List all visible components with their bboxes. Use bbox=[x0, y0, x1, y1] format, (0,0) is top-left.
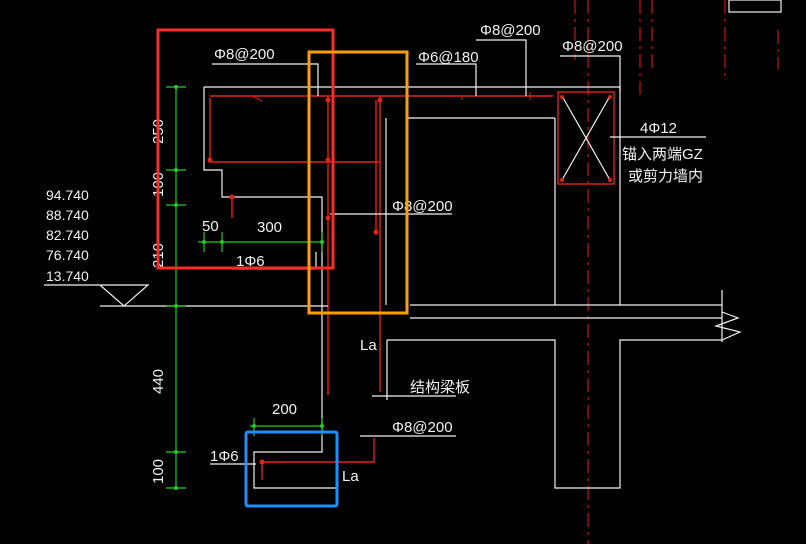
label-bottom: Φ8@200 bbox=[392, 419, 453, 436]
label-column-bars: 4Φ12 bbox=[640, 120, 677, 137]
note-structural-slab: 结构梁板 bbox=[410, 378, 470, 396]
dimension-lines bbox=[166, 85, 324, 490]
label-top-left: Φ8@200 bbox=[214, 46, 275, 63]
label-top-right: Φ8@200 bbox=[562, 38, 623, 55]
elevation-4: 76.740 bbox=[46, 247, 89, 263]
elevation-5: 13.740 bbox=[46, 268, 89, 284]
note-anchor-line2: 或剪力墙内 bbox=[628, 168, 703, 185]
elevation-2: 88.740 bbox=[46, 207, 89, 223]
label-lower-one: 1Φ6 bbox=[236, 253, 265, 270]
titlebox-fragment bbox=[728, 0, 782, 13]
highlight-box-blue bbox=[244, 430, 339, 508]
elevation-3: 82.740 bbox=[46, 227, 89, 243]
dim-100b: 100 bbox=[150, 459, 167, 484]
dim-440: 440 bbox=[150, 369, 167, 394]
column-section bbox=[557, 91, 615, 185]
highlight-box-red bbox=[156, 28, 335, 270]
break-line-symbol bbox=[713, 311, 742, 341]
center-lines bbox=[574, 0, 779, 544]
label-mid: Φ8@200 bbox=[392, 198, 453, 215]
note-anchor-line1: 锚入两端GZ bbox=[622, 146, 703, 163]
label-top-mid2: Φ8@200 bbox=[480, 22, 541, 39]
elevation-list: 94.740 88.740 82.740 76.740 13.740 bbox=[46, 187, 89, 284]
elevation-1: 94.740 bbox=[46, 187, 89, 203]
highlight-box-orange bbox=[307, 50, 409, 315]
rebar-dots bbox=[207, 95, 612, 465]
rebar-lines bbox=[209, 92, 553, 480]
label-bottom-one: 1Φ6 bbox=[210, 448, 239, 465]
dim-50: 50 bbox=[202, 218, 219, 235]
note-la-lower: La bbox=[342, 468, 359, 485]
leader-lines bbox=[44, 39, 706, 465]
dim-200: 200 bbox=[272, 401, 297, 418]
label-top-mid: Φ6@180 bbox=[418, 49, 479, 66]
dim-300: 300 bbox=[257, 219, 282, 236]
note-la-upper: La bbox=[360, 337, 377, 354]
